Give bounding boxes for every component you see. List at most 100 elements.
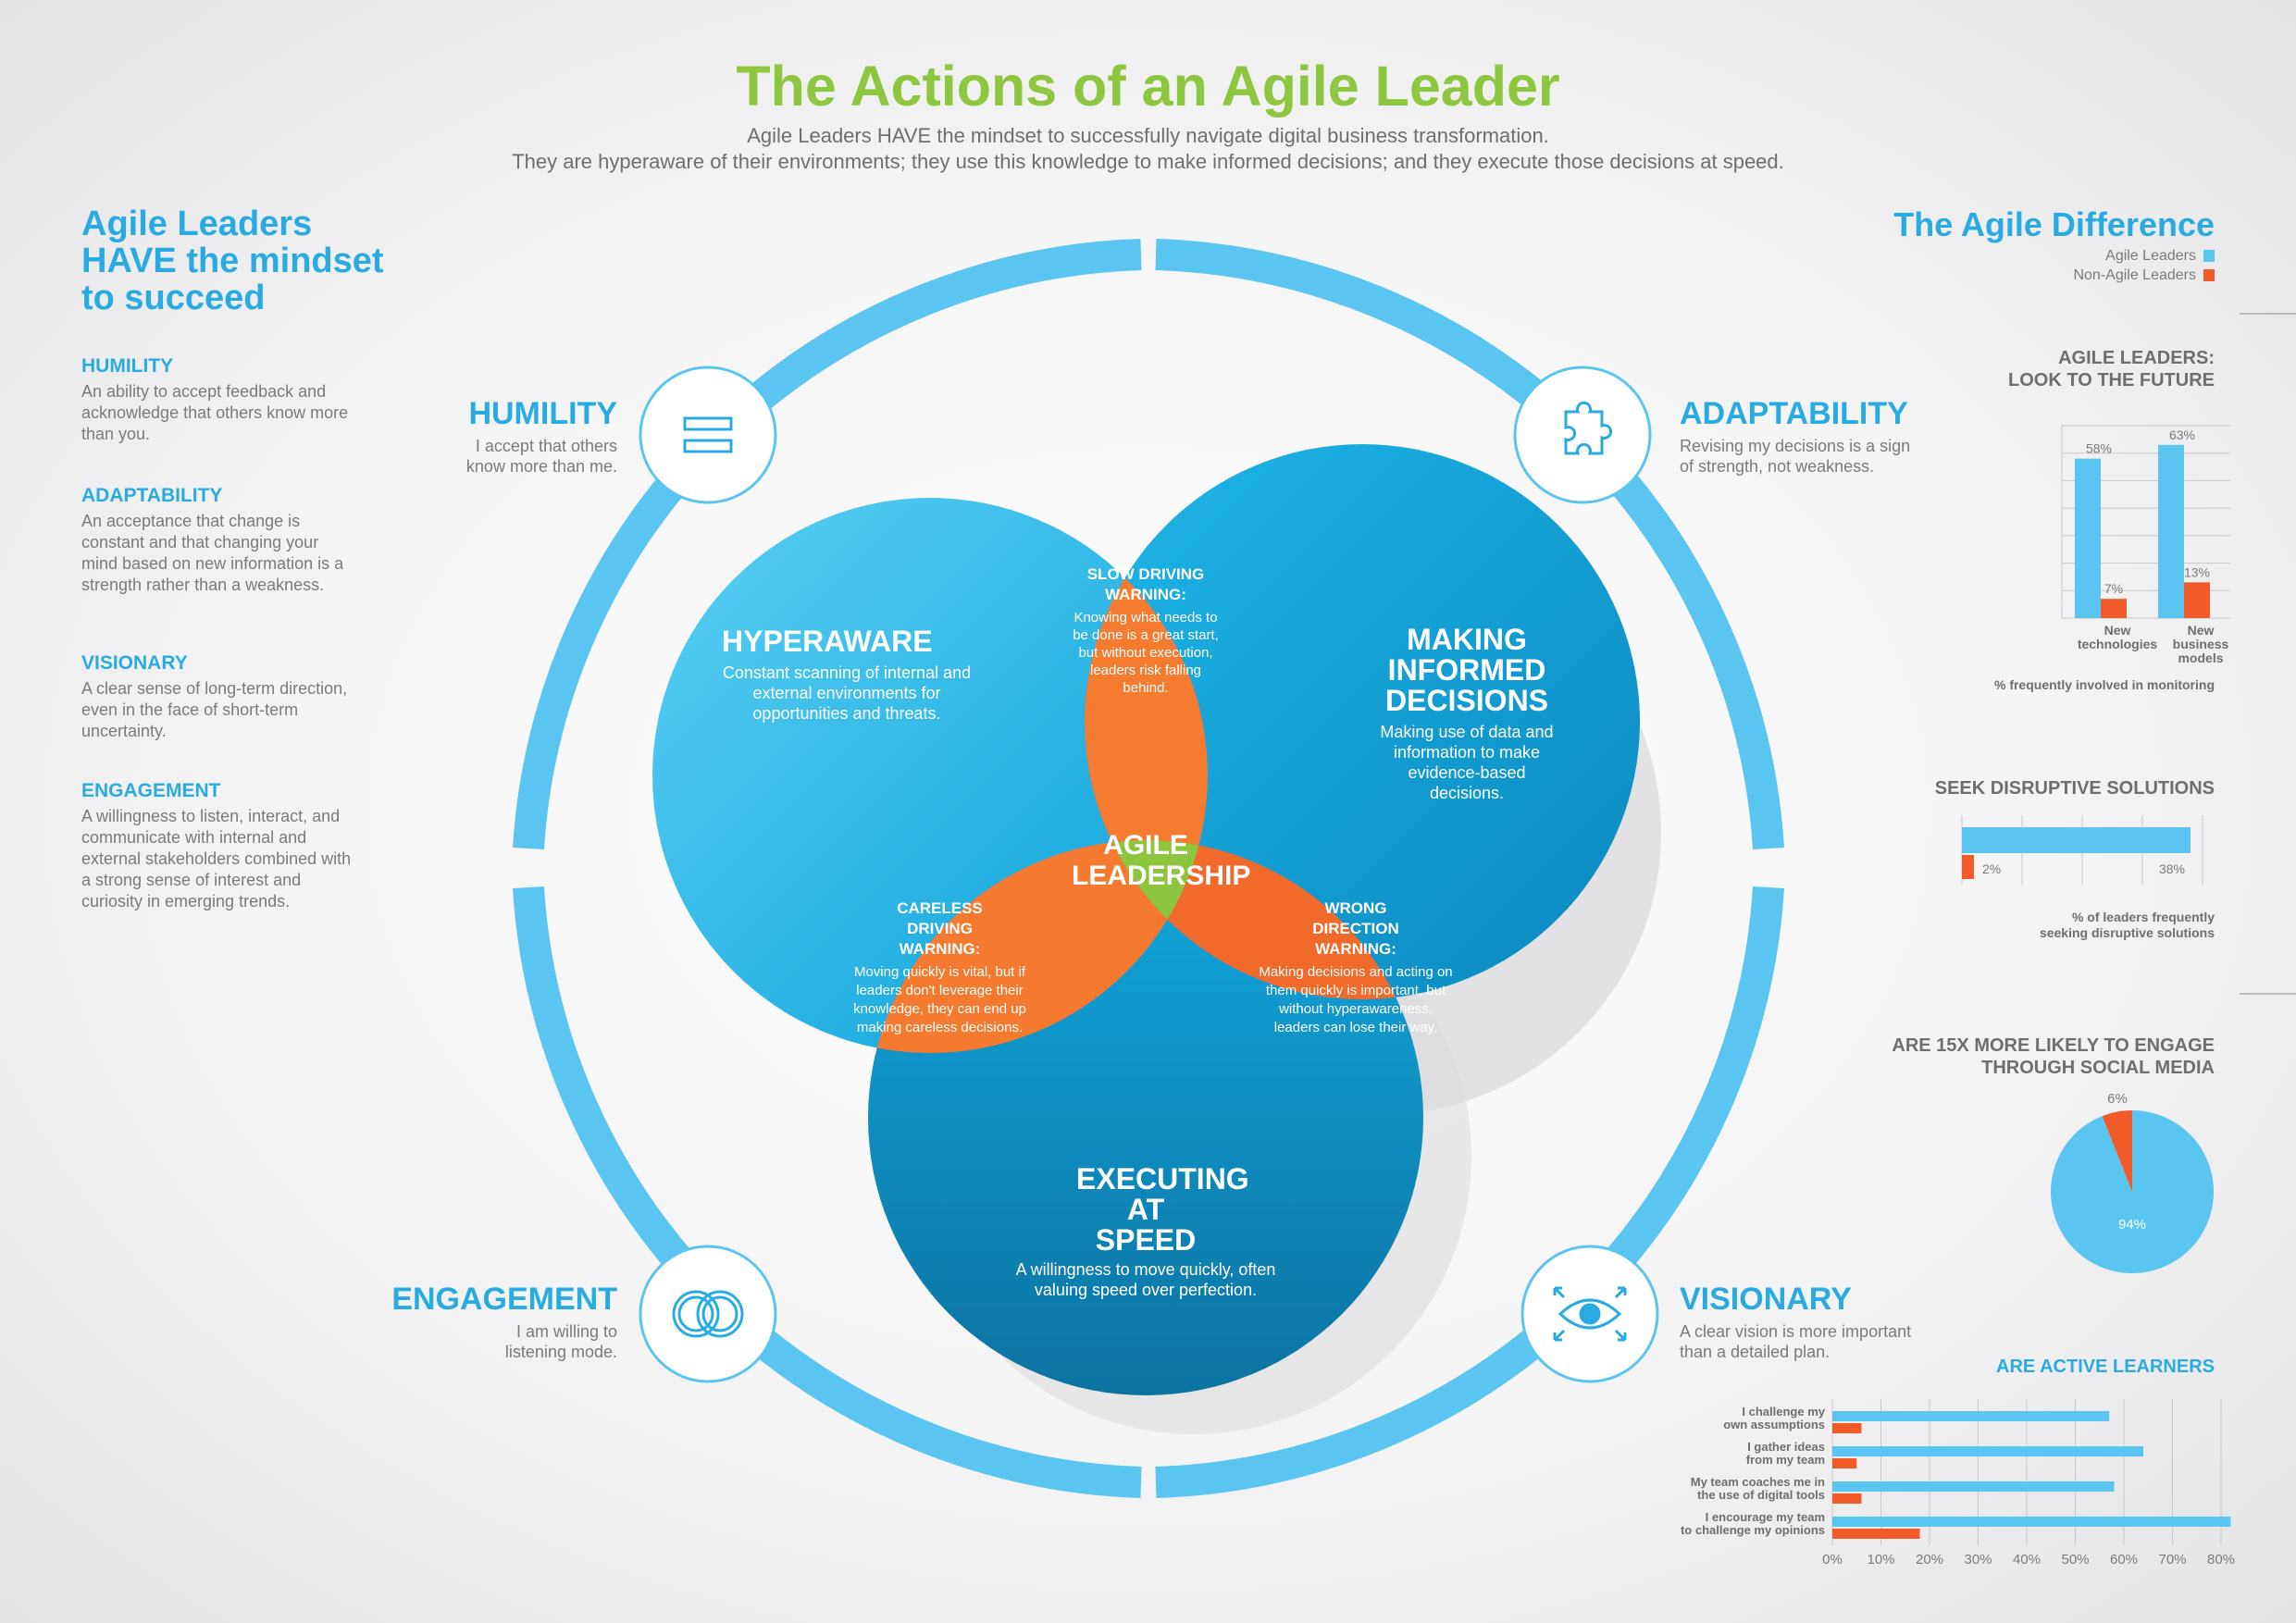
venn-slow-title: SLOW DRIVING WARNING: (1086, 565, 1205, 603)
chart1-bar-chart: 58%7%Newtechnologies63%13%Newbusinessmod… (2061, 425, 2230, 665)
subtitle-line-1: Agile Leaders HAVE the mindset to succes… (747, 124, 1549, 147)
category-label: I challenge my (1742, 1405, 1825, 1419)
data-label: 63% (2169, 427, 2195, 442)
icon-circle-engagement (639, 1245, 777, 1383)
venn-careless-text: Moving quickly is vital, but if leaders … (853, 964, 1026, 1035)
ring-label-title: ENGAGEMENT (391, 1282, 617, 1317)
left-heading-line-2: HAVE the mindset (81, 242, 384, 280)
chart2-caption: % of leaders frequently seeking disrupti… (1937, 910, 2215, 941)
icon-circle-humility (639, 365, 777, 504)
equals-icon (683, 416, 733, 453)
tick-label: 30% (1964, 1552, 1992, 1567)
legend-non-agile: Non-Agile Leaders (2073, 267, 2215, 284)
ring-label-title: VISIONARY (1680, 1282, 1852, 1317)
ring-label-adaptability: ADAPTABILITY Revising my decisions is a … (1680, 396, 1911, 477)
tick-label: 20% (1916, 1552, 1943, 1567)
venn-slow-text: Knowing what needs to be done is a great… (1073, 610, 1219, 696)
bar (1832, 1446, 2143, 1456)
chart4-title: ARE ACTIVE LEARNERS (1996, 1357, 2215, 1377)
chart1-title-line: AGILE LEADERS: (2058, 348, 2215, 368)
chart3-title-line: THROUGH SOCIAL MEDIA (1981, 1058, 2215, 1078)
venn-informed-title: MAKING INFORMED DECISIONS (1384, 623, 1549, 717)
tick-label: New (2188, 623, 2215, 638)
right-panel-heading: The Agile Difference (1893, 205, 2215, 243)
ring-label-text: A clear vision is more important than a … (1680, 1322, 1912, 1361)
data-label: 58% (2086, 441, 2112, 456)
legend-label: Agile Leaders (2105, 248, 2196, 264)
tick-label: 0% (1822, 1552, 1843, 1567)
data-label: 6% (2107, 1091, 2128, 1107)
tick-label: 80% (2207, 1552, 2235, 1567)
trait-text: A clear sense of long-term direction, ev… (81, 679, 348, 740)
bar (1832, 1529, 1920, 1539)
data-label: 7% (2104, 581, 2123, 596)
lens-wrong-direction (1085, 840, 1423, 999)
chart3-title-line: ARE 15X MORE LIKELY TO ENGAGE (1892, 1035, 2215, 1056)
ring-label-text: Revising my decisions is a sign of stren… (1680, 437, 1911, 476)
subtitle-line-2: They are hyperaware of their environment… (512, 150, 1784, 173)
category-label: the use of digital tools (1697, 1488, 1825, 1502)
lens-careless-driving (868, 840, 1208, 1053)
trait-text: An acceptance that change is constant an… (81, 512, 344, 594)
bar (1962, 855, 1974, 879)
chart1-title-line: LOOK TO THE FUTURE (2008, 370, 2215, 390)
trait-text: An ability to accept feedback and acknow… (81, 382, 349, 443)
ring-label-title: ADAPTABILITY (1680, 396, 1908, 431)
venn-hyperaware-title: HYPERAWARE (722, 625, 933, 658)
bar (1832, 1517, 2231, 1527)
left-heading-line-3: to succeed (81, 279, 266, 317)
category-label: I gather ideas (1747, 1440, 1825, 1454)
category-label: own assumptions (1723, 1418, 1825, 1431)
category-label: to challenge my opinions (1681, 1523, 1825, 1537)
ring-label-text: I accept that others know more than me. (465, 437, 617, 476)
tick-label: 10% (1867, 1552, 1894, 1567)
ring-label-engagement: ENGAGEMENT I am willing to listening mod… (391, 1282, 617, 1362)
tick-label: technologies (2078, 637, 2158, 651)
icon-circle-visionary (1520, 1245, 1659, 1383)
ring-label-text: I am willing to listening mode. (504, 1322, 617, 1361)
venn-hyperaware-label: HYPERAWARE Constant scanning of internal… (722, 625, 972, 724)
venn-center-label: AGILE LEADERSHIP (1035, 830, 1257, 891)
legend-label: Non-Agile Leaders (2073, 267, 2196, 283)
data-label: 13% (2184, 564, 2210, 579)
tick-label: 70% (2158, 1552, 2186, 1567)
venn-informed-label: MAKING INFORMED DECISIONS Making use of … (1356, 625, 1578, 803)
legend-swatch (2203, 269, 2215, 281)
bar (1832, 1493, 1862, 1504)
trait-humility: HUMILITY An ability to accept feedback a… (81, 355, 359, 445)
legend-swatch (2203, 250, 2215, 262)
venn-hyperaware-text: Constant scanning of internal and extern… (722, 663, 972, 723)
venn-careless-label: CARELESS DRIVING WARNING: Moving quickly… (850, 898, 1030, 1037)
tick-label: New (2104, 623, 2131, 638)
category-label: I encourage my team (1706, 1510, 1825, 1524)
bar (1832, 1411, 2110, 1421)
chart4-bar-chart: 0%10%20%30%40%50%60%70%80%I challenge my… (1681, 1399, 2235, 1567)
bar (2158, 444, 2184, 618)
venn-speed-text: A willingness to move quickly, often val… (1015, 1260, 1276, 1299)
bar (1832, 1481, 2115, 1492)
bar (2075, 458, 2101, 618)
bar (1832, 1423, 1862, 1433)
category-label: from my team (1746, 1453, 1825, 1467)
data-label: 94% (2118, 1217, 2146, 1233)
trait-name: ADAPTABILITY (81, 485, 223, 506)
trait-text: A willingness to listen, interact, and c… (81, 807, 352, 911)
bar (1962, 827, 2191, 853)
category-label: My team coaches me in (1691, 1475, 1825, 1489)
pie-slice (2102, 1110, 2132, 1192)
legend-agile: Agile Leaders (2105, 248, 2215, 265)
bar (1832, 1458, 1857, 1468)
trait-engagement: ENGAGEMENT A willingness to listen, inte… (81, 780, 359, 912)
tick-label: business (2173, 637, 2229, 651)
bar (2101, 599, 2127, 618)
left-panel-heading: Agile Leaders HAVE the mindset to succee… (81, 205, 452, 316)
tick-label: 40% (2013, 1552, 2041, 1567)
page-title: The Actions of an Agile Leader (736, 55, 1560, 118)
chart2-title: SEEK DISRUPTIVE SOLUTIONS (1934, 778, 2215, 799)
data-label: 38% (2159, 861, 2185, 876)
trait-name: ENGAGEMENT (81, 780, 221, 801)
puzzle-piece-icon (1564, 401, 1613, 455)
left-heading-line-1: Agile Leaders (81, 204, 313, 243)
